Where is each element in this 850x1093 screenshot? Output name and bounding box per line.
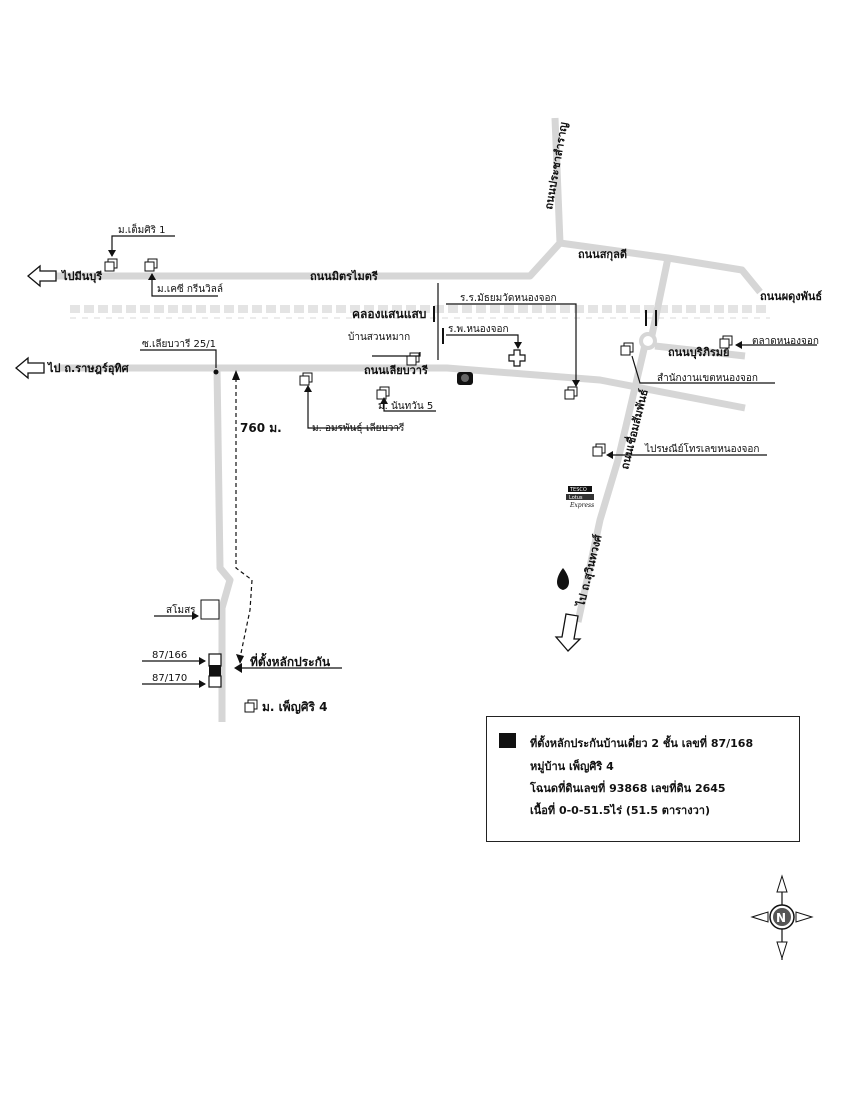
village-icon-khesi xyxy=(144,258,158,272)
leader-lines xyxy=(108,235,817,688)
gas-station-icon xyxy=(557,568,569,590)
store-logo: TESCO Lotus Express xyxy=(566,486,594,509)
village-icon-post xyxy=(592,443,606,457)
label-target: ที่ตั้งหลักประกัน xyxy=(250,652,331,669)
legend-line-1: ที่ตั้งหลักประกันบ้านเดี่ยว 2 ชั้น เลขที… xyxy=(530,737,754,750)
village-icon-amornphan xyxy=(299,372,313,386)
clubhouse-building xyxy=(200,599,220,620)
label-khesi: ม.เคซี กรีนวิลล์ xyxy=(157,283,223,295)
village-icons xyxy=(104,258,733,713)
village-icon-school xyxy=(564,386,578,400)
road-sukkhati xyxy=(559,239,763,295)
leader-amornphan xyxy=(307,386,400,429)
village-icon-market xyxy=(719,335,733,349)
legend-box: ที่ตั้งหลักประกันบ้านเดี่ยว 2 ชั้น เลขที… xyxy=(486,716,800,842)
label-suan-mak: บ้านสวนหมาก xyxy=(348,331,410,343)
label-liapwari: ถนนเลียบวารี xyxy=(364,364,428,377)
legend-line-2: หมู่บ้าน เพ็ญศิริ 4 xyxy=(530,760,614,773)
distance-indicator xyxy=(232,370,253,664)
village-icon-tem-siri xyxy=(104,258,118,272)
label-sukkhati: ถนนสกุลดี xyxy=(578,248,627,262)
legend-line-4: เนื้อที่ 0-0-51.5ไร่ (51.5 ตารางวา) xyxy=(530,804,710,817)
road-liapwari xyxy=(55,364,746,412)
road-prachasamran xyxy=(551,117,564,244)
legend-marker xyxy=(499,733,516,748)
leader-suan-mak xyxy=(372,352,421,357)
compass-rose: N xyxy=(750,874,814,960)
label-amornphan: ม. อมรพันธุ์-เลียบวารี xyxy=(312,422,405,434)
compass-north-label: N xyxy=(776,911,786,925)
label-post-office: ไปรษณีย์โทรเลขหนองจอก xyxy=(644,442,759,455)
label-school: ร.ร.มัธยมวัดหนองจอก xyxy=(460,293,557,304)
target-property xyxy=(208,653,222,688)
label-to-suwinthawong: ไป ถ.สุวินทวงศ์ xyxy=(573,532,606,610)
road-burirom xyxy=(654,342,746,360)
label-market: ตลาดหนองจอก xyxy=(752,336,819,347)
label-tem-siri: ม.เต็มศิริ 1 xyxy=(118,222,166,236)
road-mittraimit xyxy=(55,240,563,280)
label-soi-liapwari: ซ.เลียบวารี 25/1 xyxy=(142,338,216,350)
label-prachasamran: ถนนประชาสำราญ xyxy=(542,121,570,210)
arrow-to-ratbura xyxy=(14,356,45,380)
leader-hospital xyxy=(446,334,519,348)
label-to-minburi: ไปมีนบุรี xyxy=(60,269,102,284)
label-nanthawan: ม. นันทวัน 5 xyxy=(378,401,433,412)
leader-tem-siri xyxy=(111,235,175,256)
leader-school xyxy=(446,303,577,386)
arrow-to-suwinthawong xyxy=(554,613,582,652)
leader-district xyxy=(631,355,775,384)
store-logo-top: TESCO xyxy=(569,487,587,493)
hospital-icon xyxy=(508,349,526,367)
road-east-upper xyxy=(639,257,672,345)
leader-soi xyxy=(140,349,217,368)
label-hospital: ร.พ.หนองจอก xyxy=(448,324,509,335)
label-burirom: ถนนบุริภิรมย์ xyxy=(668,346,729,360)
store-logo-mid: Lotus xyxy=(569,495,583,501)
roundabout xyxy=(639,332,657,350)
label-canal: คลองแสนแสบ xyxy=(352,307,426,321)
direction-arrows xyxy=(14,264,582,652)
temple-icon xyxy=(457,372,473,385)
arrow-to-minburi xyxy=(26,264,57,288)
label-samosorn: สโมสร xyxy=(166,603,196,616)
label-district-office: สำนักงานเขตหนองจอก xyxy=(657,373,758,384)
roads xyxy=(55,117,763,722)
label-lot-b: 87/170 xyxy=(152,673,187,684)
canal xyxy=(70,305,770,319)
label-phadungphan: ถนนผดุงพันธ์ xyxy=(760,290,822,304)
label-mittraimit: ถนนมิตรไมตรี xyxy=(310,269,378,283)
label-to-ratbura: ไป ถ.ราษฎร์อุทิศ xyxy=(46,361,130,376)
distance-label: 760 ม. xyxy=(240,421,282,435)
road-chueamsamphan xyxy=(574,344,649,623)
label-lot-a: 87/166 xyxy=(152,650,187,661)
legend-line-3: โฉนดที่ดินเลขที่ 93868 เลขที่ดิน 2645 xyxy=(530,782,726,795)
village-icon-phen-siri xyxy=(244,699,258,713)
leader-khesi xyxy=(151,274,218,297)
store-logo-bottom: Express xyxy=(569,502,594,509)
road-soi-liapwari xyxy=(213,367,234,722)
village-icon-district xyxy=(620,342,634,356)
label-phen-siri: ม. เพ็ญศิริ 4 xyxy=(262,699,327,714)
village-icon-nanthawan xyxy=(376,386,390,400)
